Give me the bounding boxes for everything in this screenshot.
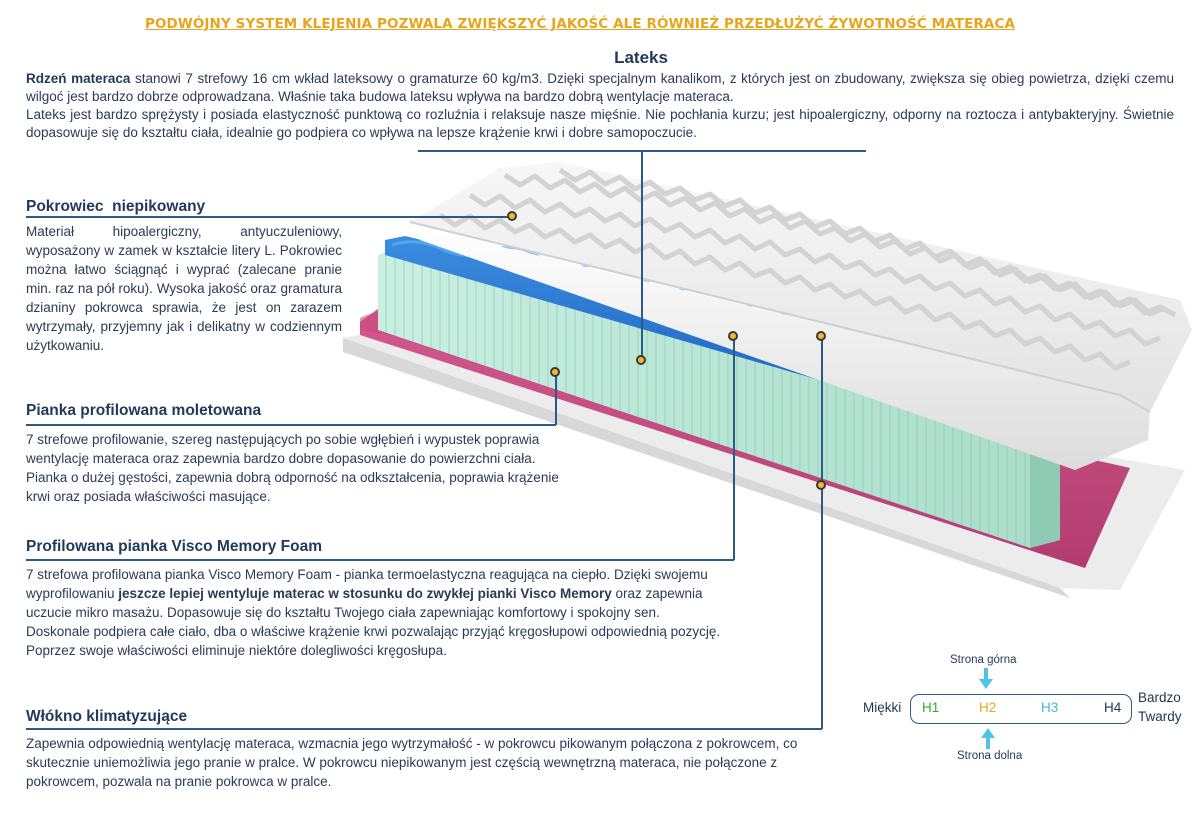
hard-label-line2: Twardy [1138,709,1182,724]
latex-title: Lateks [614,48,668,67]
visco-text-bold: jeszcze lepiej wentyluje materac w stosu… [118,586,612,601]
fiber-marker-dot [816,331,826,341]
latex-marker-dot [636,355,646,365]
hard-label-line1: Bardzo [1138,690,1181,705]
visco-text-b: oraz zapewnia uczucie mikro masażu. Dopa… [26,586,721,658]
fiber-marker-dot-lower [816,480,826,490]
top-side-arrow-icon [979,668,993,690]
top-side-label: Strona górna [950,654,1017,666]
mattress-illustration [343,162,1192,598]
cover-connector-line [26,216,512,218]
fiber-title: Włókno klimatyzujące [26,708,188,725]
cover-description: Materiał hipoalergiczny, antyuczuleniowy… [26,224,342,353]
bottom-side-arrow-icon [981,728,995,750]
foam-connector-line [26,424,556,426]
foam-title: Pianka profilowana moletowana [26,402,262,419]
firmness-level-h4: H4 [1104,700,1122,715]
visco-description: 7 strefowa profilowana pianka Visco Memo… [26,565,726,660]
visco-text-a: 7 strefowa profilowana pianka Visco Memo… [26,567,708,601]
firmness-level-h3: H3 [1041,700,1059,715]
visco-connector-vertical [733,336,735,560]
firmness-level-h1: H1 [922,700,940,715]
firmness-scale [910,694,1132,724]
latex-description: Rdzeń materaca stanowi 7 strefowy 16 cm … [26,70,1174,142]
cover-marker-dot [507,211,517,221]
foam-marker-dot [550,367,560,377]
visco-marker-dot [728,331,738,341]
fiber-description: Zapewnia odpowiednią wentylację materaca… [26,736,798,789]
visco-title: Profilowana pianka Visco Memory Foam [26,538,323,555]
bottom-side-label: Strona dolna [957,750,1023,762]
foam-description: 7 strefowe profilowanie, szereg następuj… [26,432,559,504]
cover-title: Pokrowiec niepikowany [26,198,206,215]
visco-connector-line [26,559,734,561]
headline-banner: PODWÓJNY SYSTEM KLEJENIA POZWALA ZWIĘKSZ… [144,16,1016,32]
latex-connector-vertical [641,150,643,360]
foam-connector-vertical [555,372,557,425]
fiber-connector-line [26,728,822,730]
soft-label: Miękki [863,700,902,715]
latex-paragraph-2: Lateks jest bardzo sprężysty i posiada e… [26,107,1174,140]
firmness-level-h2: H2 [979,700,997,715]
cover-top-surface [410,162,1192,412]
fiber-connector-vertical [821,336,823,729]
latex-lead-bold: Rdzeń materaca [26,71,131,86]
latex-lead-text: stanowi 7 strefowy 16 cm wkład lateksowy… [26,71,1175,104]
